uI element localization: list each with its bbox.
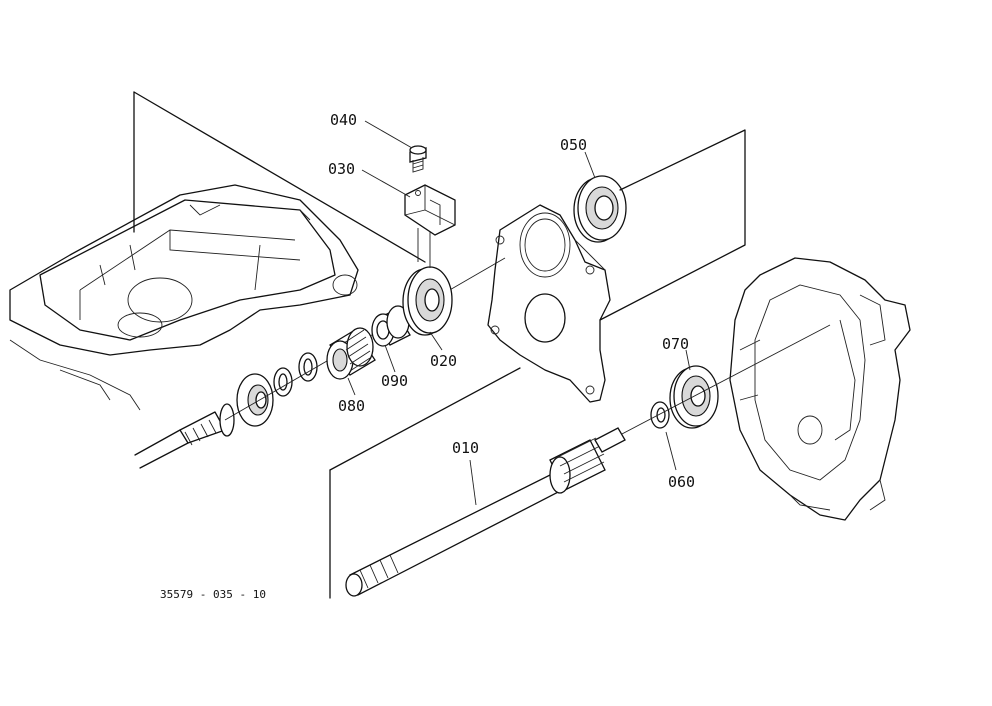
label-010: 010 bbox=[452, 439, 479, 457]
ball-bearing-020 bbox=[402, 266, 453, 336]
bracket-030 bbox=[404, 184, 456, 268]
needle-bearing-080 bbox=[326, 327, 376, 380]
label-030: 030 bbox=[328, 160, 355, 178]
input-shaft-assembly bbox=[134, 352, 318, 469]
leader-lines bbox=[347, 120, 691, 506]
label-090: 090 bbox=[381, 372, 408, 390]
label-020: 020 bbox=[430, 352, 457, 370]
transmission-case-left bbox=[9, 184, 359, 411]
collar-090 bbox=[371, 305, 411, 347]
bearing-housing-plate bbox=[487, 204, 611, 403]
bolt-040 bbox=[409, 145, 427, 173]
label-070: 070 bbox=[662, 335, 689, 353]
label-050: 050 bbox=[560, 136, 587, 154]
label-080: 080 bbox=[338, 397, 365, 415]
washer-060 bbox=[650, 401, 670, 429]
label-040: 040 bbox=[330, 111, 357, 129]
ball-bearing-070 bbox=[669, 365, 719, 429]
label-060: 060 bbox=[668, 473, 695, 491]
diagram-reference-number: 35579 - 035 - 10 bbox=[160, 588, 266, 601]
ball-bearing-050 bbox=[573, 175, 627, 243]
transmission-case-right bbox=[729, 257, 911, 521]
main-shaft-010 bbox=[345, 427, 626, 597]
